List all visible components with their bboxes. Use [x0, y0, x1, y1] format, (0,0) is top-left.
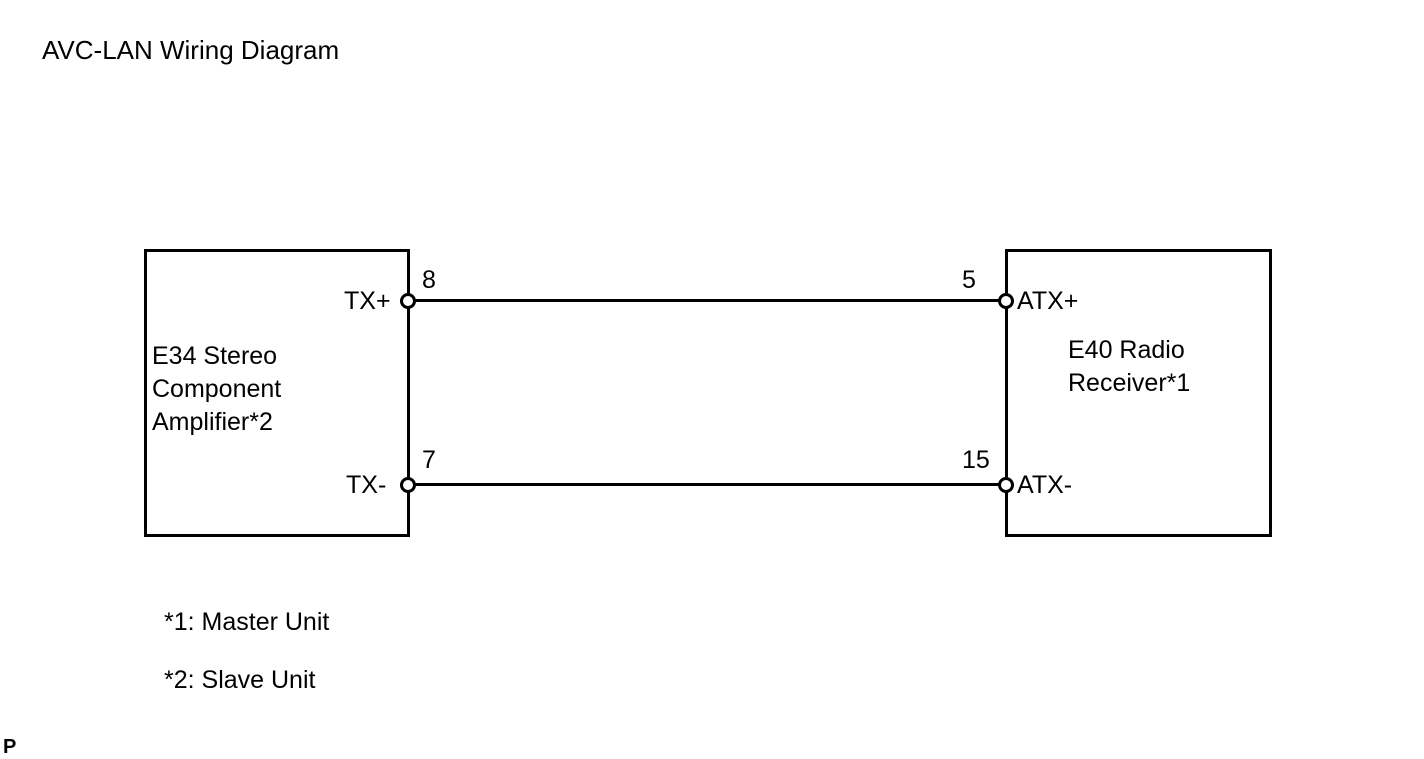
- atx-plus-pin-number: 5: [962, 266, 976, 294]
- component-name-line: E40 Radio: [1068, 336, 1185, 364]
- atx-minus-pin-label: ATX-: [1017, 471, 1073, 499]
- radio-receiver-label: E40 Radio Receiver*1: [1068, 334, 1190, 400]
- atx-plus-pin-label: ATX+: [1017, 287, 1079, 315]
- tx-minus-wire: [408, 483, 1006, 486]
- diagram-title: AVC-LAN Wiring Diagram: [42, 35, 340, 65]
- radio-receiver-box: [1005, 249, 1272, 537]
- tx-minus-terminal-icon: [400, 477, 416, 493]
- component-name-line: Amplifier*2: [152, 408, 273, 436]
- tx-plus-pin-number: 8: [422, 266, 436, 294]
- tx-plus-wire: [408, 299, 1006, 302]
- component-name-line: Receiver*1: [1068, 369, 1191, 397]
- tx-plus-pin-label: TX+: [344, 287, 391, 315]
- atx-plus-terminal-icon: [998, 293, 1014, 309]
- component-name-line: E34 Stereo: [152, 342, 278, 370]
- stereo-component-amplifier-box: [144, 249, 410, 537]
- atx-minus-terminal-icon: [998, 477, 1014, 493]
- tx-minus-pin-label: TX-: [346, 471, 387, 499]
- atx-minus-pin-number: 15: [962, 446, 990, 474]
- footnote-slave-unit: *2: Slave Unit: [164, 666, 316, 694]
- tx-minus-pin-number: 7: [422, 446, 436, 474]
- tx-plus-terminal-icon: [400, 293, 416, 309]
- component-name-line: Component: [152, 375, 282, 403]
- corner-mark: P: [3, 736, 17, 758]
- stereo-component-amplifier-label: E34 Stereo Component Amplifier*2: [152, 340, 281, 439]
- footnote-master-unit: *1: Master Unit: [164, 608, 330, 636]
